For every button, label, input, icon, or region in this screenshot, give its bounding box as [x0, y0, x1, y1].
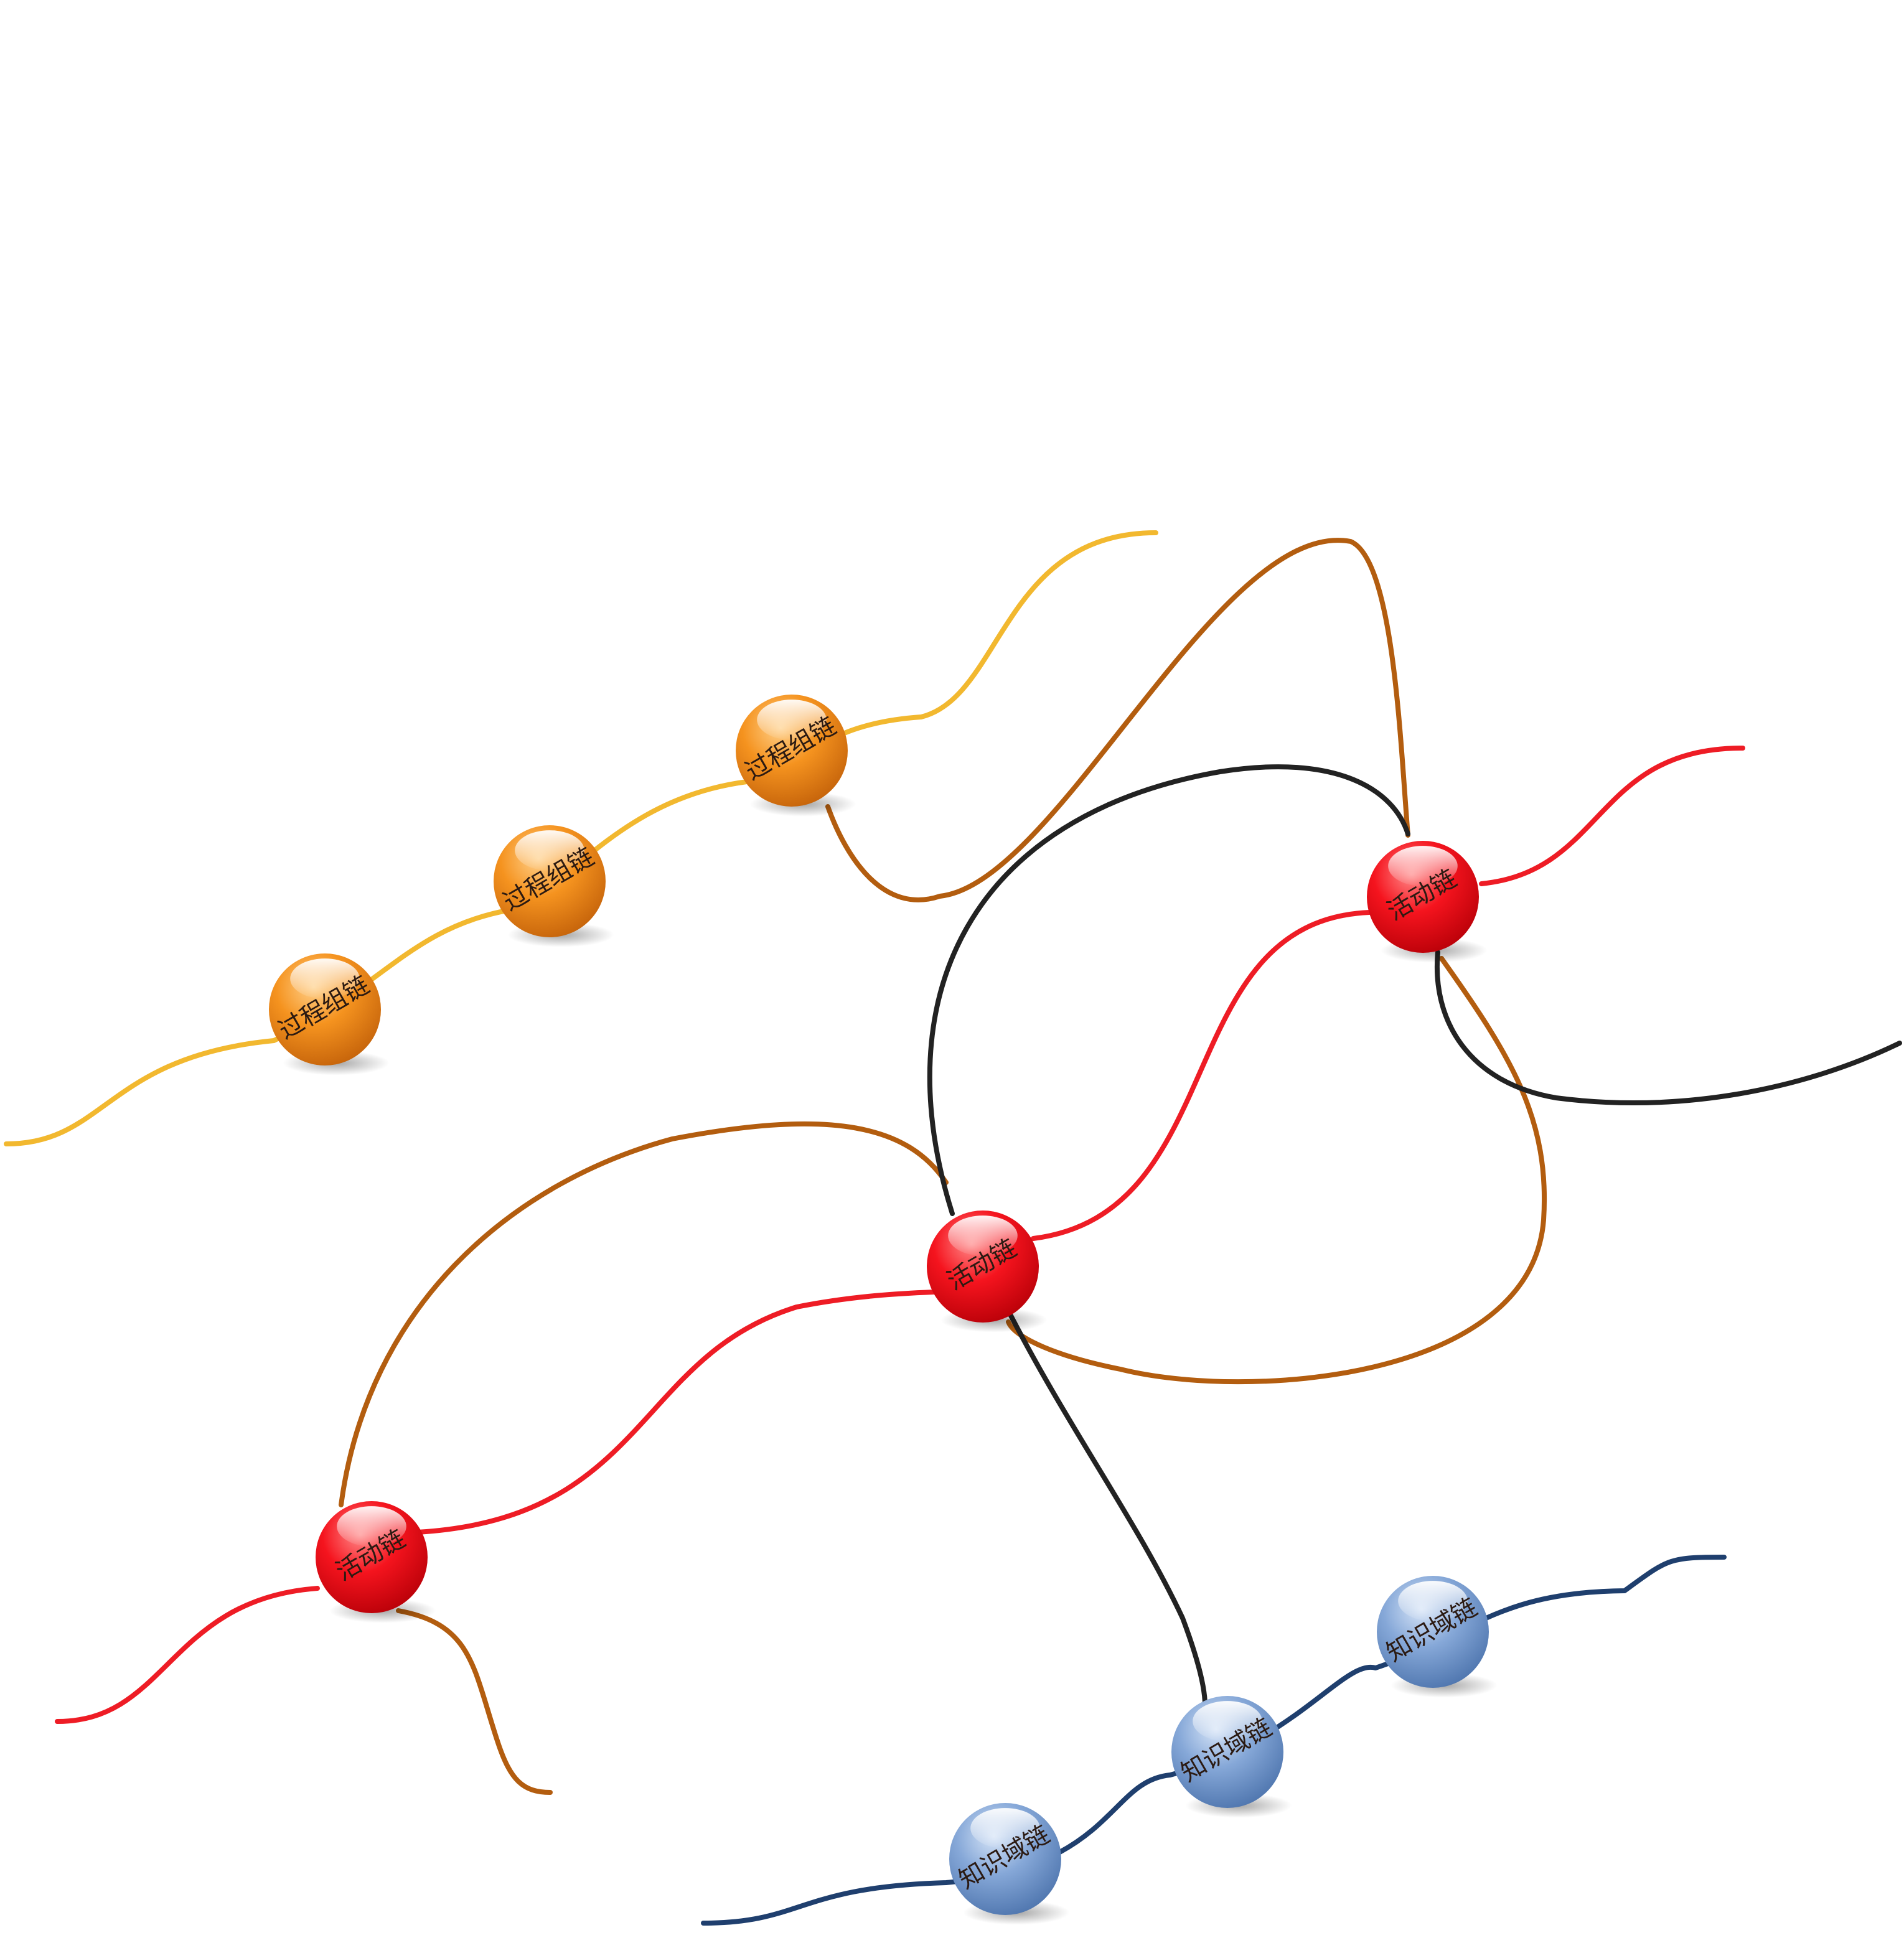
node-gloss: [948, 1215, 1018, 1256]
node-gloss: [1398, 1581, 1468, 1621]
activity-1-node: 活动链: [316, 1501, 436, 1623]
process-chain-line: [4, 530, 1158, 1146]
node-gloss: [515, 830, 584, 871]
activity-2-node: 活动链: [927, 1210, 1048, 1332]
process-2-node: 过程组链: [494, 825, 614, 947]
node-gloss: [290, 958, 360, 999]
activity-chain-lines: [55, 746, 1745, 1724]
node-gloss: [757, 700, 827, 740]
process-3-node: 过程组链: [736, 695, 856, 817]
process-1-node: 过程组链: [269, 953, 390, 1075]
node-gloss: [970, 1808, 1040, 1848]
node-gloss: [337, 1506, 406, 1547]
brown-link-lines: [339, 538, 1547, 1795]
activity-3-node: 活动链: [1367, 841, 1488, 963]
black-link-lines: [927, 764, 1902, 1708]
knowledge-3-node: 知识域链: [1377, 1576, 1498, 1698]
node-gloss: [1193, 1701, 1262, 1741]
knowledge-1-node: 知识域链: [949, 1803, 1070, 1925]
node-gloss: [1388, 846, 1458, 886]
knowledge-2-node: 知识域链: [1171, 1696, 1292, 1818]
